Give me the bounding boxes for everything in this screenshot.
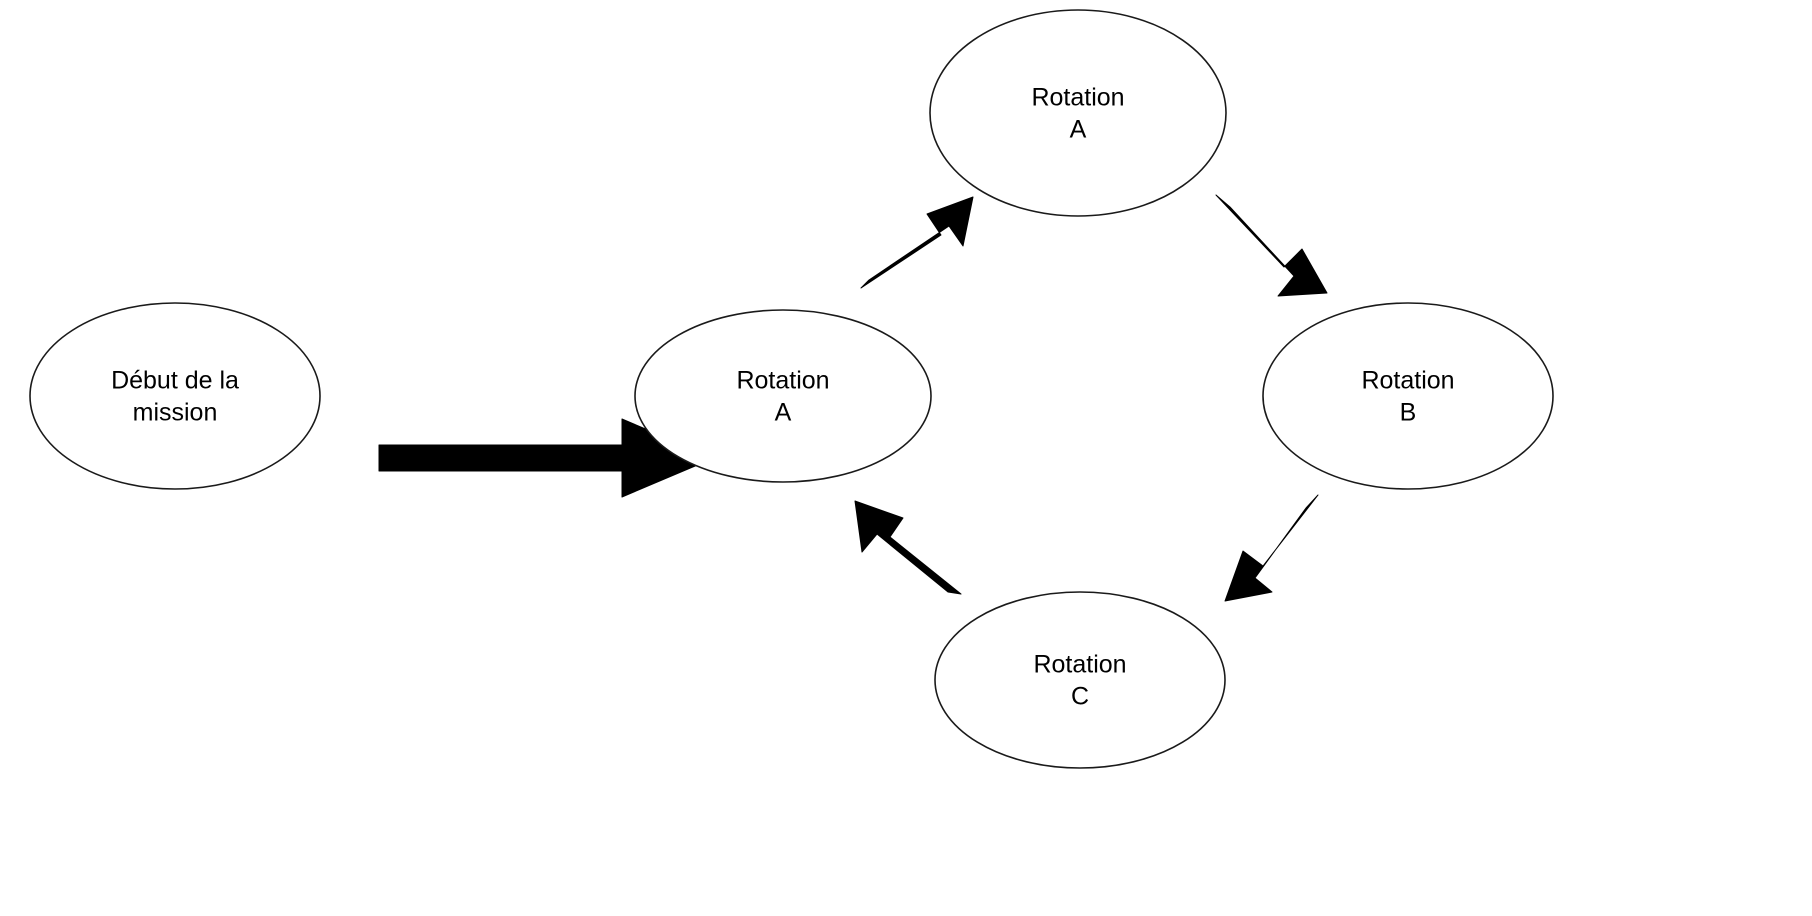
arrow-up-right-glyph (860, 196, 974, 289)
node-debut-label-line1: Début de la (111, 367, 239, 395)
node-rotation-a-top-label-line1: Rotation (1031, 84, 1124, 112)
edge-debut-to-a[interactable] (378, 418, 715, 498)
node-rotation-a-center-label-line2: A (775, 399, 792, 427)
node-rotation-a-top[interactable]: Rotation A (929, 9, 1227, 217)
node-rotation-c-ellipse (934, 591, 1226, 769)
node-rotation-c-label-line2: C (1071, 683, 1089, 711)
node-debut-label-line2: mission (133, 399, 218, 427)
node-rotation-b-ellipse (1262, 302, 1554, 490)
edge-atop-to-b[interactable] (1215, 194, 1328, 297)
edge-c-to-a[interactable] (854, 500, 962, 595)
node-rotation-c[interactable]: Rotation C (934, 591, 1226, 769)
node-rotation-b[interactable]: Rotation B (1262, 302, 1554, 490)
node-rotation-a-top-label-line2: A (1070, 116, 1087, 144)
node-rotation-b-label-line2: B (1400, 399, 1417, 427)
arrow-right-glyph (378, 418, 715, 498)
node-rotation-c-label-line1: Rotation (1033, 651, 1126, 679)
arrow-up-left-glyph (854, 500, 962, 595)
node-debut-ellipse (29, 302, 321, 490)
node-rotation-a-top-ellipse (929, 9, 1227, 217)
node-rotation-a-center[interactable]: Rotation A (634, 309, 932, 483)
node-rotation-b-label-line1: Rotation (1361, 367, 1454, 395)
node-debut-de-la-mission[interactable]: Début de la mission (29, 302, 321, 490)
edge-b-to-c[interactable] (1224, 494, 1319, 602)
node-rotation-a-center-label-line1: Rotation (736, 367, 829, 395)
arrow-down-right-glyph (1215, 194, 1328, 297)
edge-a-to-atop[interactable] (860, 196, 974, 289)
node-rotation-a-center-ellipse (634, 309, 932, 483)
arrow-down-left-glyph (1224, 494, 1319, 602)
